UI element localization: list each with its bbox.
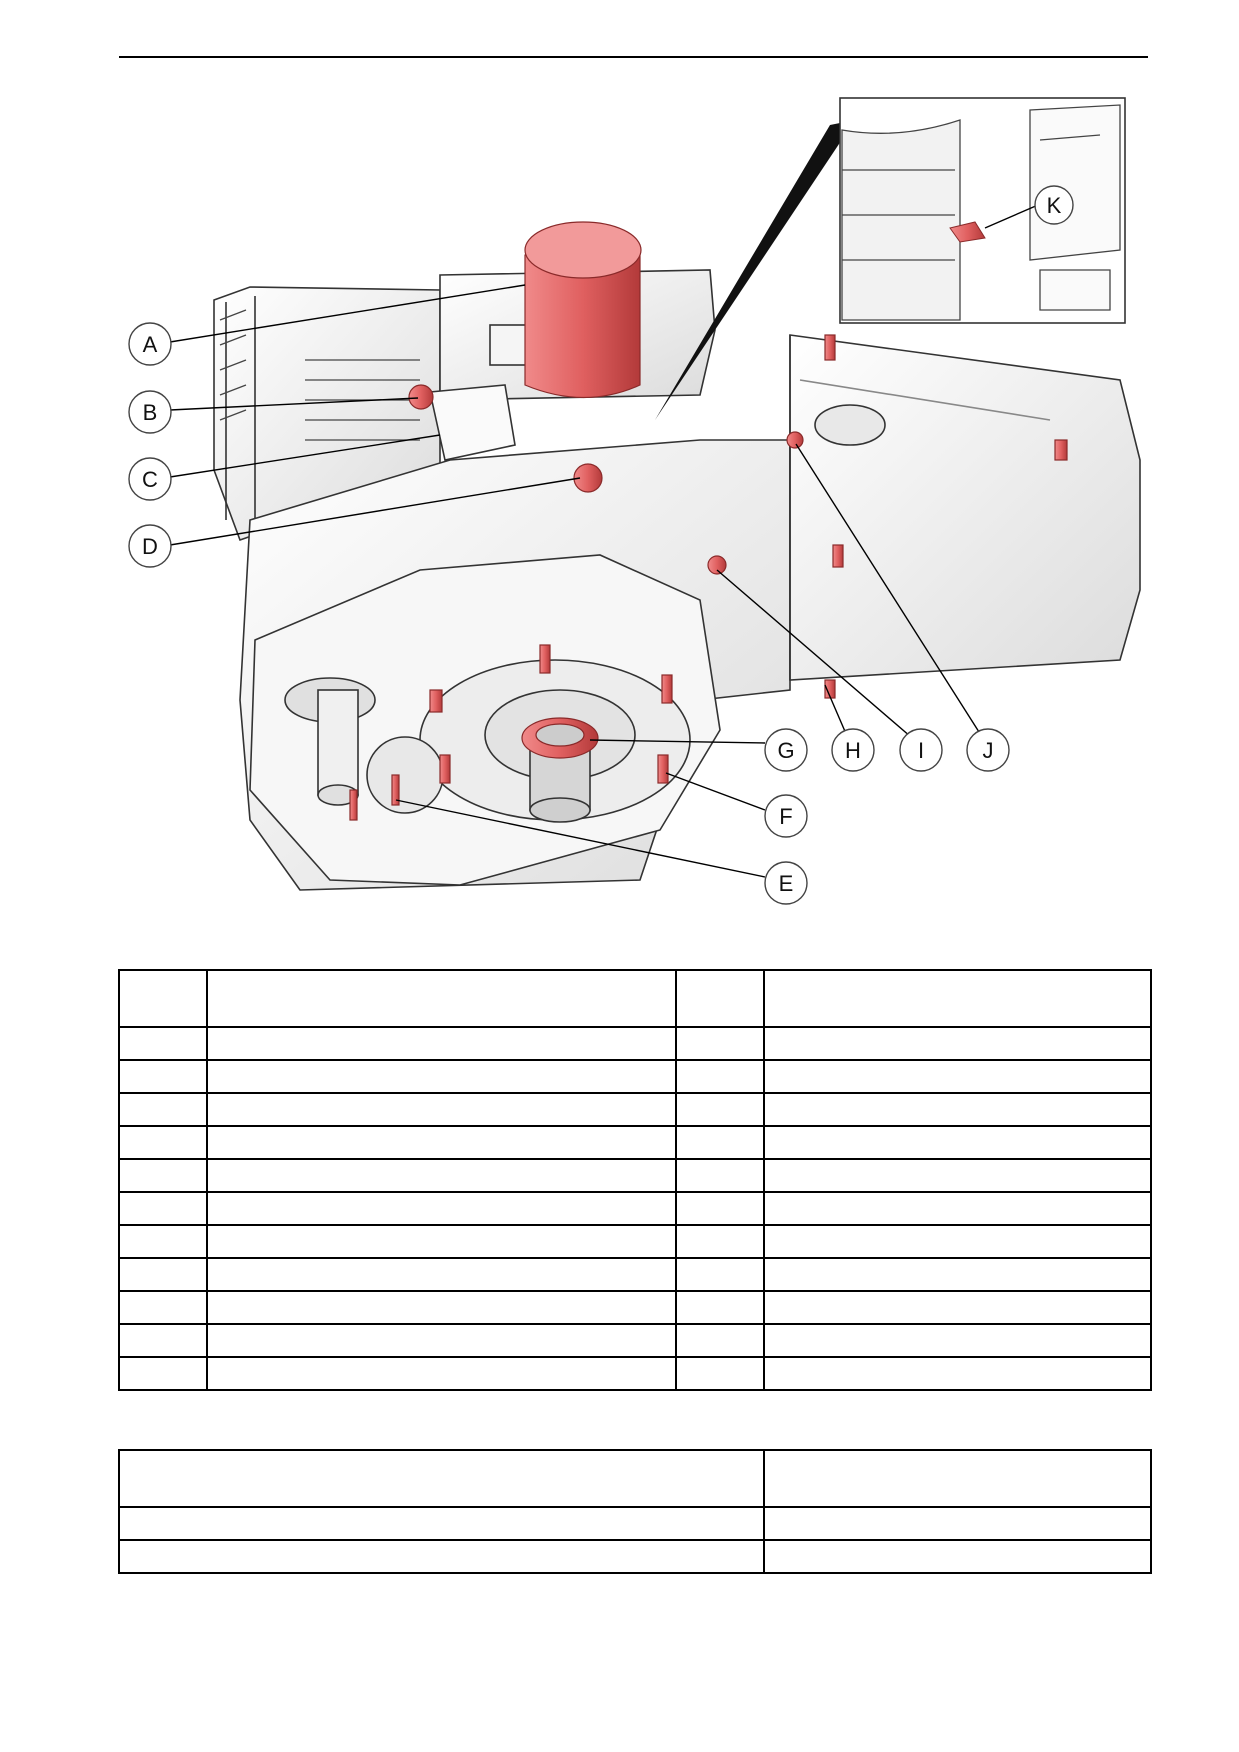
table-row xyxy=(118,1191,1152,1226)
table-cell xyxy=(206,1092,677,1127)
svg-text:E: E xyxy=(779,871,794,896)
svg-text:J: J xyxy=(983,738,994,763)
table-cell xyxy=(675,1290,765,1325)
table-row xyxy=(118,1323,1152,1358)
table-header-cell xyxy=(118,1449,765,1508)
table-cell xyxy=(675,1191,765,1226)
table-cell xyxy=(763,1224,1152,1259)
table-cell xyxy=(206,1059,677,1094)
torque-table xyxy=(118,969,1152,1391)
callout-d: D xyxy=(128,524,172,568)
table-cell xyxy=(118,1191,208,1226)
secondary-table xyxy=(118,1449,1152,1574)
table-cell xyxy=(206,1290,677,1325)
table-header-row xyxy=(118,1449,1152,1508)
table-cell xyxy=(675,1158,765,1193)
table-cell xyxy=(206,1224,677,1259)
svg-text:C: C xyxy=(142,467,158,492)
table-cell xyxy=(675,1356,765,1391)
table-cell xyxy=(675,1026,765,1061)
table-cell xyxy=(118,1224,208,1259)
inset-detail xyxy=(655,97,1126,420)
page-header-rule xyxy=(119,56,1148,58)
table-cell xyxy=(675,1257,765,1292)
table-row xyxy=(118,1539,1152,1574)
table-header-cell xyxy=(118,969,208,1028)
table-cell xyxy=(118,1356,208,1391)
table-cell xyxy=(763,1092,1152,1127)
table-cell xyxy=(763,1323,1152,1358)
table-cell xyxy=(118,1125,208,1160)
table-row xyxy=(118,1257,1152,1292)
callout-g: G xyxy=(764,728,808,772)
table-cell xyxy=(118,1506,765,1541)
table-cell xyxy=(118,1059,208,1094)
table-cell xyxy=(675,1092,765,1127)
table-cell xyxy=(118,1026,208,1061)
table-cell xyxy=(206,1257,677,1292)
table-header-cell xyxy=(206,969,677,1028)
table-cell xyxy=(763,1506,1152,1541)
table-cell xyxy=(675,1059,765,1094)
table-cell xyxy=(763,1125,1152,1160)
table-cell xyxy=(206,1323,677,1358)
table-cell xyxy=(206,1026,677,1061)
table-header-cell xyxy=(763,969,1152,1028)
table-cell xyxy=(763,1059,1152,1094)
table-cell xyxy=(206,1191,677,1226)
table-row xyxy=(118,1158,1152,1193)
table-row xyxy=(118,1356,1152,1391)
table-cell xyxy=(675,1323,765,1358)
table-cell xyxy=(206,1158,677,1193)
table-header-row xyxy=(118,969,1152,1028)
table-cell xyxy=(763,1257,1152,1292)
table-cell xyxy=(763,1191,1152,1226)
callout-h: H xyxy=(831,728,875,772)
table-header-cell xyxy=(763,1449,1152,1508)
table-cell xyxy=(118,1539,765,1574)
svg-text:A: A xyxy=(143,332,158,357)
table-cell xyxy=(763,1356,1152,1391)
table-cell xyxy=(675,1125,765,1160)
callout-j: J xyxy=(966,728,1010,772)
svg-text:G: G xyxy=(777,738,794,763)
table-cell xyxy=(118,1158,208,1193)
table-row xyxy=(118,1290,1152,1325)
svg-text:F: F xyxy=(779,804,792,829)
svg-text:H: H xyxy=(845,738,861,763)
exploded-view-figure: A B C D E F G H I J K xyxy=(128,97,1141,905)
callout-f: F xyxy=(764,794,808,838)
svg-text:D: D xyxy=(142,534,158,559)
table-cell xyxy=(206,1125,677,1160)
svg-text:B: B xyxy=(143,400,158,425)
table-row xyxy=(118,1092,1152,1127)
callouts: A B C D E F G H I J K xyxy=(128,185,1074,905)
svg-text:K: K xyxy=(1047,193,1062,218)
table-cell xyxy=(763,1158,1152,1193)
callout-a: A xyxy=(128,322,172,366)
table-row xyxy=(118,1059,1152,1094)
table-header-cell xyxy=(675,969,765,1028)
table-cell xyxy=(675,1224,765,1259)
table-row xyxy=(118,1125,1152,1160)
table-cell xyxy=(118,1290,208,1325)
table-row xyxy=(118,1506,1152,1541)
table-cell xyxy=(763,1026,1152,1061)
svg-text:I: I xyxy=(918,738,924,763)
callout-c: C xyxy=(128,457,172,501)
table-row xyxy=(118,1224,1152,1259)
table-cell xyxy=(763,1539,1152,1574)
table-cell xyxy=(118,1092,208,1127)
callout-e: E xyxy=(764,861,808,905)
table-cell xyxy=(118,1257,208,1292)
callout-k: K xyxy=(1034,185,1074,225)
table-cell xyxy=(118,1323,208,1358)
leader-lines xyxy=(169,204,1039,878)
table-row xyxy=(118,1026,1152,1061)
table-cell xyxy=(763,1290,1152,1325)
highlighted-parts xyxy=(349,221,1068,821)
callout-b: B xyxy=(128,390,172,434)
table-cell xyxy=(206,1356,677,1391)
callout-i: I xyxy=(899,728,943,772)
